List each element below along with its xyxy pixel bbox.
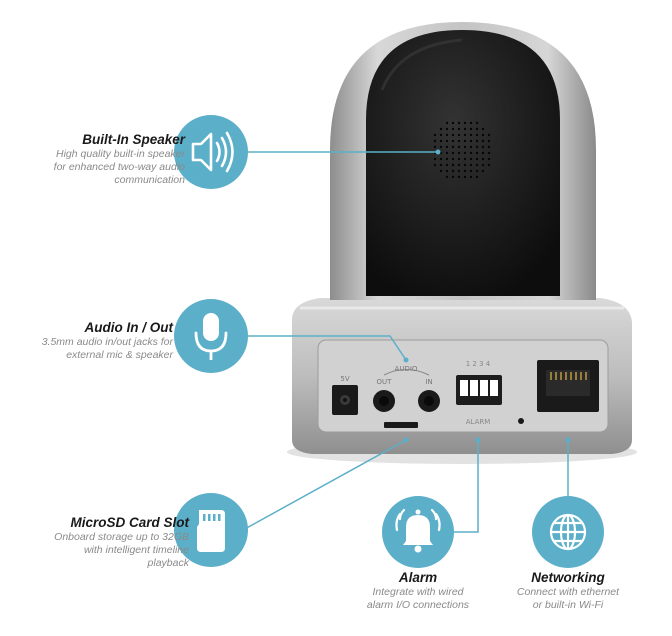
power-label: 5V (340, 375, 349, 383)
audio-title: Audio In / Out (84, 320, 173, 335)
alarm-callout: Alarm Integrate with wired alarm I/O con… (348, 570, 488, 612)
alarm-label: ALARM (466, 418, 491, 426)
alarm-pin-numbers: 1 2 3 4 (466, 360, 491, 368)
microphone-icon (174, 299, 248, 373)
audio-out-label: OUT (377, 378, 393, 386)
alarm-title: Alarm (398, 570, 438, 585)
speaker-title: Built-In Speaker (82, 132, 185, 147)
microsd-desc-line: playback (147, 557, 189, 569)
speaker-icon (174, 115, 248, 189)
networking-title: Networking (531, 570, 605, 585)
alarm-bell-icon (382, 496, 454, 568)
networking-desc-line: Connect with ethernet (516, 586, 620, 598)
alarm-desc-line: alarm I/O connections (366, 599, 470, 611)
microsd-callout: MicroSD Card Slot Onboard storage up to … (54, 515, 189, 570)
microsd-slot (384, 422, 418, 428)
globe-icon (532, 496, 604, 568)
speaker-callout: Built-In Speaker High quality built-in s… (54, 132, 185, 187)
microsd-desc-line: with intelligent timeline (83, 544, 189, 556)
sd-card-icon (174, 493, 248, 567)
reset-hole (518, 418, 524, 424)
audio-desc-line: 3.5mm audio in/out jacks for (41, 336, 173, 348)
microsd-title: MicroSD Card Slot (70, 515, 189, 530)
audio-desc-line: external mic & speaker (66, 349, 173, 361)
alarm-desc-line: Integrate with wired (372, 586, 464, 598)
microsd-desc-line: Onboard storage up to 32GB (54, 531, 189, 543)
networking-desc-line: or built-in Wi-Fi (532, 599, 604, 611)
speaker-desc-line: High quality built-in speaker (56, 148, 185, 160)
speaker-desc-line: communication (114, 174, 185, 186)
audio-callout: Audio In / Out 3.5mm audio in/out jacks … (42, 320, 173, 362)
speaker-grill (430, 118, 494, 182)
audio-in-label: IN (425, 378, 432, 386)
networking-callout: Networking Connect with ethernet or buil… (500, 570, 636, 612)
speaker-desc-line: for enhanced two-way audio (53, 161, 185, 173)
audio-group-label: AUDIO (395, 365, 418, 373)
